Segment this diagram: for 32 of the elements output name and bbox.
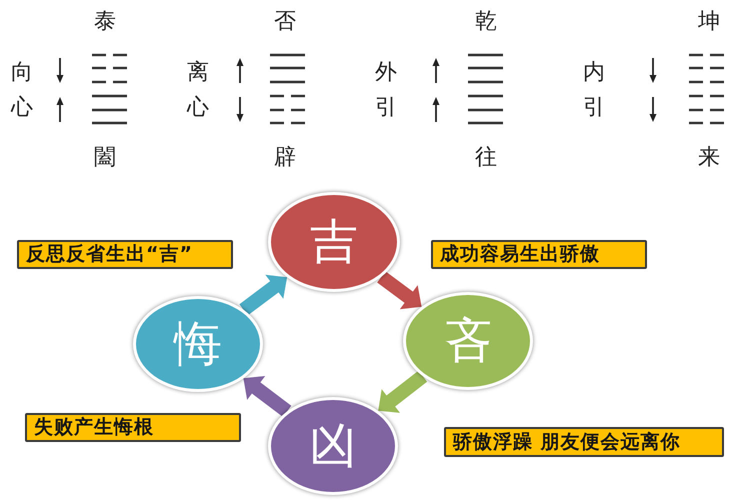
side-character: 离: [187, 62, 209, 84]
side-character: 心: [187, 97, 209, 119]
side-character: 引: [583, 97, 605, 119]
side-character: 向: [11, 62, 33, 84]
side-character: 引: [375, 97, 397, 119]
hexagram-caption: 闔: [94, 147, 116, 169]
concept-circle: [268, 192, 400, 292]
hexagram-name: 乾: [475, 11, 497, 33]
note-banner: [25, 413, 241, 442]
side-character: 外: [375, 62, 397, 84]
note-text: 失败产生悔根: [34, 417, 154, 438]
concept-circle: [268, 397, 398, 495]
note-text: 成功容易生出骄傲: [440, 244, 600, 265]
note-banner: [431, 240, 647, 269]
hexagram-caption: 来: [698, 147, 720, 169]
hexagram-name: 坤: [698, 11, 720, 33]
concept-character: 吉: [310, 218, 358, 266]
side-character: 内: [583, 62, 605, 84]
concept-character: 吝: [444, 317, 492, 365]
note-text: 反思反省生出“吉”: [26, 244, 193, 265]
note-text: 骄傲浮躁 朋友便会远离你: [453, 432, 681, 452]
note-banner: [17, 240, 233, 269]
hexagram-caption: 辟: [274, 147, 296, 169]
hexagram-caption: 往: [475, 147, 497, 169]
concept-character: 凶: [309, 422, 357, 470]
hexagram-name: 否: [274, 11, 296, 33]
concept-circle: [133, 296, 263, 392]
concept-character: 悔: [174, 320, 222, 368]
concept-circle: [403, 292, 533, 390]
note-banner: [444, 427, 724, 457]
hexagram-name: 泰: [94, 11, 116, 33]
side-character: 心: [11, 97, 33, 119]
